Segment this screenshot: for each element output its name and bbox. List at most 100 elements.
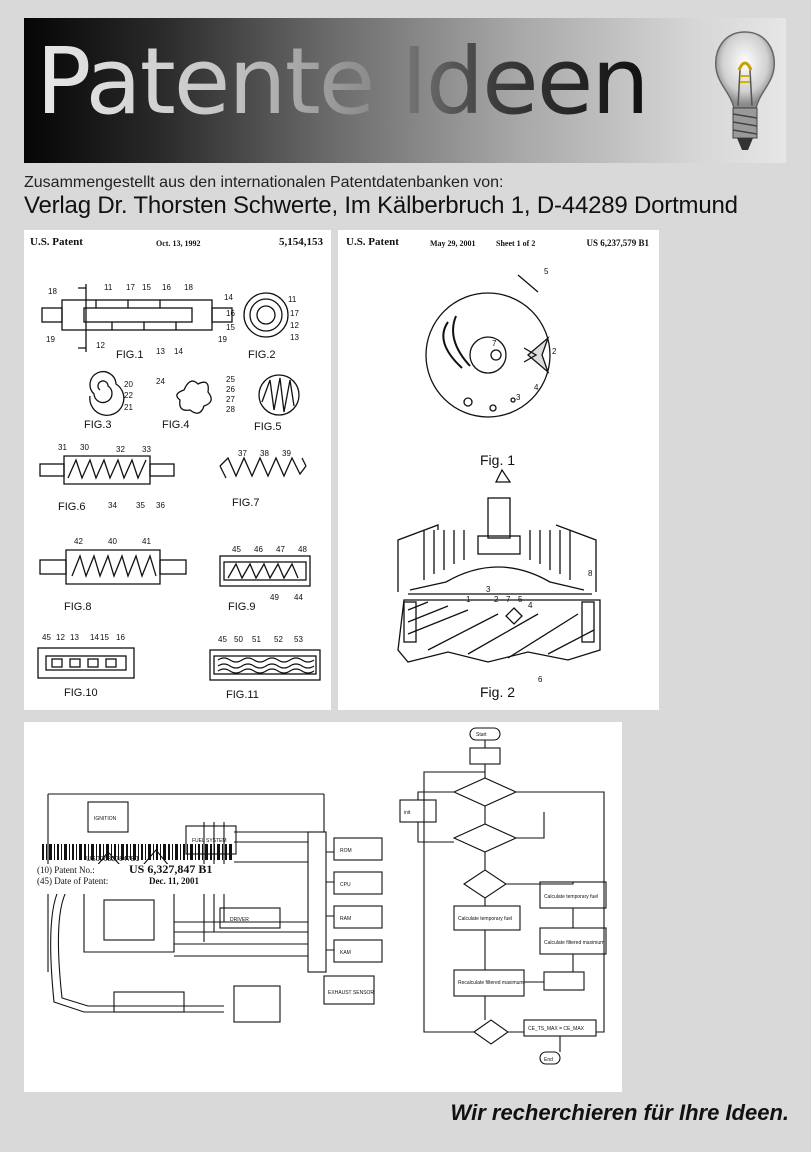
svg-text:FIG.2: FIG.2 bbox=[248, 349, 276, 361]
svg-text:45: 45 bbox=[218, 635, 227, 644]
svg-text:8: 8 bbox=[588, 569, 593, 578]
svg-text:19: 19 bbox=[218, 335, 227, 344]
svg-text:45: 45 bbox=[42, 633, 51, 642]
svg-text:15: 15 bbox=[100, 633, 109, 642]
svg-text:46: 46 bbox=[254, 545, 263, 554]
publisher-address: Verlag Dr. Thorsten Schwerte, Im Kälberb… bbox=[24, 192, 738, 220]
patent-drawing-2: 57243 83275 146 bbox=[338, 230, 659, 710]
svg-text:Start: Start bbox=[476, 732, 487, 738]
patent-drawing-3: IGNITIONFUEL SYSTEMDRIVER ROMCPURAMKAM E… bbox=[24, 722, 622, 1092]
svg-text:13: 13 bbox=[290, 333, 299, 342]
fig-1-label: Fig. 1 bbox=[480, 452, 515, 468]
patent-sheet-3: IGNITIONFUEL SYSTEMDRIVER ROMCPURAMKAM E… bbox=[24, 722, 622, 1092]
svg-text:13: 13 bbox=[70, 633, 79, 642]
svg-text:FIG.9: FIG.9 bbox=[228, 601, 256, 613]
svg-text:21: 21 bbox=[124, 403, 133, 412]
svg-text:27: 27 bbox=[226, 395, 235, 404]
svg-text:30: 30 bbox=[80, 443, 89, 452]
svg-text:24: 24 bbox=[156, 377, 165, 386]
fig-2-label: Fig. 2 bbox=[480, 684, 515, 700]
svg-text:3: 3 bbox=[516, 393, 521, 402]
svg-text:14: 14 bbox=[224, 293, 233, 302]
svg-text:47: 47 bbox=[276, 545, 285, 554]
svg-text:RAM: RAM bbox=[340, 916, 351, 922]
patent-info-box: (10) Patent No.:US 6,327,847 B1 (45) Dat… bbox=[37, 864, 227, 894]
svg-text:15: 15 bbox=[226, 323, 235, 332]
svg-text:5: 5 bbox=[518, 595, 523, 604]
footer-slogan: Wir recherchieren für Ihre Ideen. bbox=[451, 1100, 789, 1126]
svg-text:49: 49 bbox=[270, 593, 279, 602]
patent-sheet-2: U.S. Patent May 29, 2001 Sheet 1 of 2 US… bbox=[338, 230, 659, 710]
svg-text:Calculate temporary fuel: Calculate temporary fuel bbox=[544, 894, 598, 900]
svg-text:41: 41 bbox=[142, 537, 151, 546]
svg-text:4: 4 bbox=[534, 383, 539, 392]
svg-text:45: 45 bbox=[232, 545, 241, 554]
svg-text:FIG.10: FIG.10 bbox=[64, 687, 98, 699]
svg-text:5: 5 bbox=[544, 267, 549, 276]
svg-text:11: 11 bbox=[288, 295, 297, 304]
svg-text:48: 48 bbox=[298, 545, 307, 554]
svg-text:34: 34 bbox=[108, 501, 117, 510]
svg-text:Calculate filtered maximum: Calculate filtered maximum bbox=[544, 940, 604, 946]
svg-text:14: 14 bbox=[174, 347, 183, 356]
svg-text:17: 17 bbox=[126, 283, 135, 292]
svg-text:40: 40 bbox=[108, 537, 117, 546]
svg-text:CE_TS_MAX = CE_MAX: CE_TS_MAX = CE_MAX bbox=[528, 1026, 585, 1032]
svg-text:18: 18 bbox=[184, 283, 193, 292]
svg-text:FIG.4: FIG.4 bbox=[162, 419, 190, 431]
svg-text:KAM: KAM bbox=[340, 950, 351, 956]
svg-text:16: 16 bbox=[116, 633, 125, 642]
patent-drawing-1: 18 11 17 15 16 18 19 12 13 14 19 14 16 15 11 17 12 13 2… bbox=[24, 230, 331, 710]
svg-text:2: 2 bbox=[552, 347, 557, 356]
svg-text:51: 51 bbox=[252, 635, 261, 644]
header-banner: Patente Ideen bbox=[24, 18, 786, 163]
svg-text:13: 13 bbox=[156, 347, 165, 356]
fig-label: FIG.1 bbox=[116, 349, 144, 361]
svg-text:18: 18 bbox=[48, 287, 57, 296]
svg-text:22: 22 bbox=[124, 391, 133, 400]
svg-text:20: 20 bbox=[124, 380, 133, 389]
svg-text:31: 31 bbox=[58, 443, 67, 452]
svg-text:2: 2 bbox=[494, 595, 499, 604]
svg-text:52: 52 bbox=[274, 635, 283, 644]
svg-text:17: 17 bbox=[290, 309, 299, 318]
svg-text:42: 42 bbox=[74, 537, 83, 546]
svg-text:7: 7 bbox=[492, 339, 497, 348]
svg-text:6: 6 bbox=[538, 675, 543, 684]
svg-text:FIG.6: FIG.6 bbox=[58, 501, 86, 513]
svg-text:IGNITION: IGNITION bbox=[94, 816, 117, 822]
svg-text:19: 19 bbox=[46, 335, 55, 344]
svg-text:11: 11 bbox=[104, 283, 113, 292]
svg-text:32: 32 bbox=[116, 445, 125, 454]
svg-text:1: 1 bbox=[466, 595, 471, 604]
svg-text:26: 26 bbox=[226, 385, 235, 394]
svg-text:CPU: CPU bbox=[340, 882, 351, 888]
svg-text:Recalculate filtered maximum: Recalculate filtered maximum bbox=[458, 980, 524, 986]
svg-text:EXHAUST SENSOR: EXHAUST SENSOR bbox=[328, 990, 374, 996]
svg-text:25: 25 bbox=[226, 375, 235, 384]
svg-text:End: End bbox=[544, 1057, 553, 1063]
svg-text:Calculate temporary fuel: Calculate temporary fuel bbox=[458, 916, 512, 922]
svg-text:12: 12 bbox=[96, 341, 105, 350]
subline-text: Zusammengestellt aus den internationalen… bbox=[24, 174, 503, 192]
patent-no-value: US 6,327,847 B1 bbox=[129, 862, 212, 876]
svg-text:FIG.5: FIG.5 bbox=[254, 421, 282, 433]
svg-text:7: 7 bbox=[506, 595, 511, 604]
light-bulb-icon bbox=[710, 26, 780, 158]
svg-text:init: init bbox=[404, 810, 411, 816]
svg-text:53: 53 bbox=[294, 635, 303, 644]
svg-text:37: 37 bbox=[238, 449, 247, 458]
svg-text:FIG.11: FIG.11 bbox=[226, 689, 259, 701]
svg-text:3: 3 bbox=[486, 585, 491, 594]
svg-text:39: 39 bbox=[282, 449, 291, 458]
svg-text:12: 12 bbox=[56, 633, 65, 642]
svg-text:4: 4 bbox=[528, 601, 533, 610]
svg-text:36: 36 bbox=[156, 501, 165, 510]
svg-text:ROM: ROM bbox=[340, 848, 352, 854]
svg-text:16: 16 bbox=[226, 309, 235, 318]
svg-text:44: 44 bbox=[294, 593, 303, 602]
svg-text:15: 15 bbox=[142, 283, 151, 292]
patent-sheet-1: U.S. Patent Oct. 13, 1992 5,154,153 bbox=[24, 230, 331, 710]
svg-text:12: 12 bbox=[290, 321, 299, 330]
svg-text:28: 28 bbox=[226, 405, 235, 414]
